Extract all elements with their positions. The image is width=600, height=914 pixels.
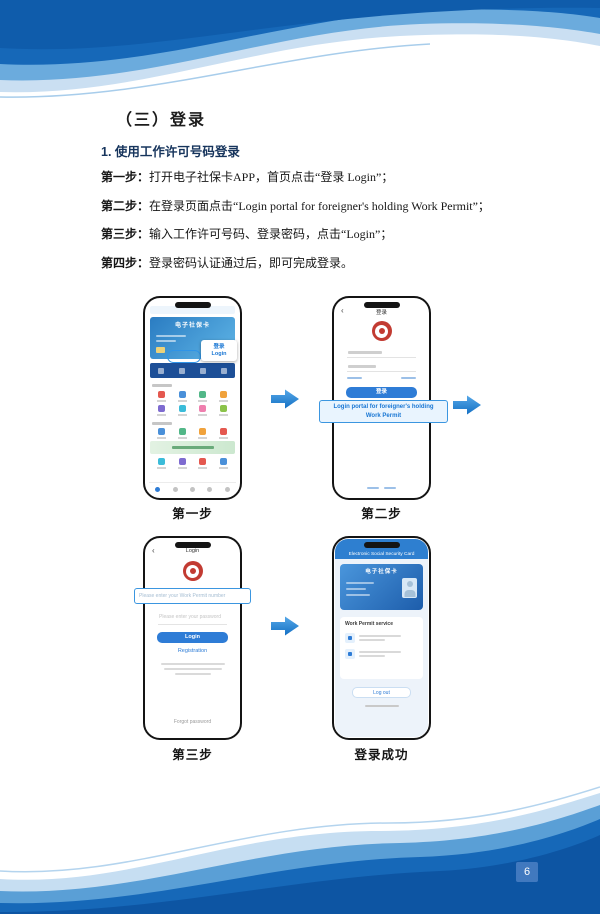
phone1-icon-row xyxy=(151,428,234,439)
phone1-section-header xyxy=(152,384,172,387)
step-line-1: 第一步：打开电子社保卡APP，首页点击“登录 Login”； xyxy=(101,169,546,198)
step-1-label: 第一步： xyxy=(101,170,150,184)
phone2-input-placeholder xyxy=(348,365,376,368)
phone4-header-title: Electronic Social Security Card xyxy=(335,539,428,559)
phone3-nav-title: Login xyxy=(185,548,200,554)
phone1-promo-banner xyxy=(150,441,235,454)
phone3-seal-logo xyxy=(182,561,203,581)
phone3-work-permit-placeholder: Please enter your Work Permit number xyxy=(139,593,226,599)
phone1-screen: 电子社保卡 xyxy=(146,299,239,497)
phone2-options-row xyxy=(347,377,416,379)
arrow-right-icon xyxy=(453,395,481,415)
figure-caption-step2: 第二步 xyxy=(361,507,402,521)
phone1-callout-line1: 登录 xyxy=(213,343,225,350)
phone2-seal-logo xyxy=(371,321,392,341)
bottom-wave-decoration xyxy=(0,786,600,914)
subsection-heading: 1. 使用工作许可号码登录 xyxy=(101,145,240,159)
phone1-login-highlight xyxy=(167,350,201,363)
back-icon: ‹ xyxy=(341,306,344,315)
arrow-right-icon xyxy=(271,616,299,636)
figure-caption-step4: 登录成功 xyxy=(354,748,409,762)
phone2-login-button: 登录 xyxy=(346,387,417,398)
figure-phone-step4: Electronic Social Security Card 电子社保卡 Wo… xyxy=(332,536,431,740)
step-4-text: 登录密码认证通过后，即可完成登录。 xyxy=(149,255,354,270)
phone1-login-callout: 登录 Login xyxy=(201,340,237,361)
step-4-label: 第四步： xyxy=(101,255,150,270)
phone4-work-permit-panel: Work Permit service xyxy=(340,617,423,679)
phone1-card-title: 电子社保卡 xyxy=(174,323,210,329)
permit-icon xyxy=(345,633,355,643)
phone4-footer-text xyxy=(364,705,399,707)
phone4-panel-item xyxy=(345,649,418,659)
phone4-screen: Electronic Social Security Card 电子社保卡 Wo… xyxy=(335,539,428,737)
phone2-work-permit-callout: Login portal for foreigner's holding Wor… xyxy=(319,400,448,423)
phone3-screen: ‹ Login Please enter your password Login… xyxy=(146,539,239,737)
phone3-notch xyxy=(174,542,211,548)
phone4-logout-button: Log out xyxy=(352,687,411,698)
download-icon xyxy=(345,649,355,659)
top-wave-decoration xyxy=(0,0,600,98)
phone4-panel-item xyxy=(345,633,418,643)
figure-phone-step2: ‹ 登录 登录 Login portal for foreigner's hol… xyxy=(319,296,448,500)
section-heading: （三）登录 xyxy=(116,112,207,129)
phone1-icon-row xyxy=(151,391,234,402)
back-icon: ‹ xyxy=(152,546,155,555)
phone1-callout-line2: Login xyxy=(211,350,227,357)
phone1-tabbar xyxy=(149,482,236,495)
step-2-label: 第二步： xyxy=(101,198,150,213)
figure-caption-step3: 第三步 xyxy=(172,748,213,762)
figure-caption-step1: 第一步 xyxy=(172,507,213,521)
phone2-screen: ‹ 登录 登录 xyxy=(335,299,428,497)
step-1-text: 打开电子社保卡APP，首页点击“登录 Login”； xyxy=(149,170,394,184)
figure-phone-step1: 电子社保卡 xyxy=(143,296,242,500)
figure-phone-step3: ‹ Login Please enter your password Login… xyxy=(134,536,251,740)
phone2-nav-title: 登录 xyxy=(375,310,387,316)
step-line-4: 第四步：登录密码认证通过后，即可完成登录。 xyxy=(101,255,546,284)
phone3-login-button: Login xyxy=(157,632,228,643)
phone1-statusbar xyxy=(150,306,235,314)
phone4-notch xyxy=(363,542,400,548)
phone1-section-header xyxy=(152,422,172,425)
phone4-card-title: 电子社保卡 xyxy=(365,569,398,575)
phone2-input-placeholder xyxy=(348,351,382,354)
step-3-label: 第三步： xyxy=(101,227,150,241)
arrow-right-icon xyxy=(271,389,299,409)
step-3-text: 输入工作许可号码、登录密码，点击“Login”； xyxy=(149,227,393,241)
phone1-icon-row xyxy=(151,405,234,416)
phone4-id-photo xyxy=(402,578,417,598)
step-line-3: 第三步：输入工作许可号码、登录密码，点击“Login”； xyxy=(101,226,546,255)
phone1-card-chip xyxy=(156,347,165,353)
phone3-password-placeholder: Please enter your password xyxy=(159,614,221,620)
phone2-callout-line2: Work Permit xyxy=(365,412,402,419)
steps-list: 第一步：打开电子社保卡APP，首页点击“登录 Login”； 第二步：在登录页面… xyxy=(101,169,546,283)
phone4-panel-title: Work Permit service xyxy=(345,621,393,627)
phone2-footer-links xyxy=(335,487,428,489)
phone3-work-permit-input-highlight: Please enter your Work Permit number xyxy=(134,588,251,604)
phone3-forgot-password-link: Forgot password xyxy=(173,719,212,725)
page-number-badge: 6 xyxy=(516,862,538,882)
phone1-icon-row xyxy=(151,458,234,469)
step-2-text: 在登录页面点击“Login portal for foreigner's hol… xyxy=(149,198,490,213)
phone2-notch xyxy=(363,302,400,308)
phone1-nav-strip xyxy=(150,363,235,378)
phone1-notch xyxy=(174,302,211,308)
phone2-callout-line1: Login portal for foreigner's holding xyxy=(333,403,434,410)
phone4-social-security-card: 电子社保卡 xyxy=(340,564,423,610)
phone3-registration-link: Registration xyxy=(177,648,208,654)
step-line-2: 第二步：在登录页面点击“Login portal for foreigner's… xyxy=(101,198,546,227)
